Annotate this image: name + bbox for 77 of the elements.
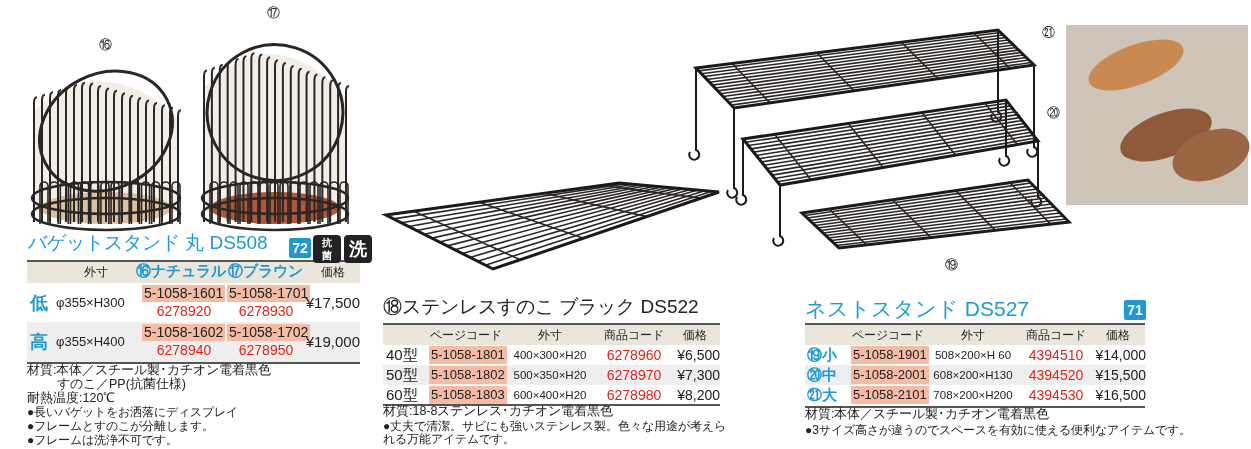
page-number-badge: 72: [289, 238, 311, 258]
column-header: 外寸: [960, 327, 986, 344]
column-header: 価格: [682, 327, 708, 344]
column-header: 外寸: [537, 327, 563, 344]
washable-mark: 洗: [344, 235, 372, 263]
product-code: 4394530: [1027, 386, 1085, 405]
feature-note: ●フレームとすのこが分離します。: [27, 420, 215, 434]
callout-number: ⑳: [1047, 106, 1060, 119]
product-code: 6278930: [237, 303, 295, 320]
page-number-badge: 71: [1124, 300, 1146, 320]
row-header: ⑳中: [807, 365, 837, 385]
column-header: 価格: [1105, 327, 1131, 344]
callout-number: ⑯: [99, 38, 112, 51]
row-header: 60型: [386, 385, 418, 404]
column-header: 外寸: [83, 264, 109, 281]
dimension-text: φ355×H400: [56, 334, 125, 350]
page-code: 5-1058-1803: [429, 386, 507, 404]
page-code: 5-1058-2101: [851, 386, 929, 404]
page-code: 5-1058-1901: [851, 346, 929, 364]
row-header: 50型: [386, 365, 418, 385]
column-header: 商品コード: [1025, 327, 1087, 344]
price-text: ¥6,500: [676, 346, 720, 365]
column-header: ⑰ブラウン: [226, 262, 304, 280]
price-text: ¥14,000: [1094, 346, 1146, 365]
material-note: すのこ／PP(抗菌仕様): [57, 378, 186, 392]
product-code: 4394520: [1027, 366, 1085, 385]
feature-note: ●3サイズ高さが違うのでスペースを有効に使える便利なアイテムです。: [805, 424, 1191, 438]
page-code: 5-1058-2001: [851, 366, 929, 384]
row-header: ⑲小: [807, 345, 837, 365]
page-code: 5-1058-1801: [429, 346, 507, 364]
price-text: ¥15,500: [1094, 366, 1146, 385]
product-code: 6278980: [605, 386, 663, 404]
row-header: 低: [30, 293, 48, 315]
price-text: ¥8,200: [676, 386, 720, 405]
row-header: 高: [30, 332, 48, 354]
column-header: 商品コード: [603, 327, 665, 344]
product-code: 6278920: [155, 303, 213, 320]
material-note: 材質:本体／スチール製･カチオン電着黒色: [27, 364, 272, 377]
column-header: ページコード: [851, 327, 925, 344]
material-note: 材質:18-8ステンレス･カチオン電着黒色: [383, 405, 614, 419]
price-text: ¥7,300: [676, 366, 720, 385]
row-header: ㉑大: [807, 385, 837, 405]
callout-number: ⑰: [267, 6, 280, 19]
dimension-text: 708×200×H200: [932, 388, 1014, 403]
dimension-text: 608×200×H130: [932, 368, 1014, 383]
product-code: 4394510: [1027, 346, 1085, 365]
page-code: 5-1058-1601: [142, 285, 226, 302]
heat-note: 耐熱温度:120℃: [27, 392, 116, 406]
row-header: 40型: [386, 345, 418, 365]
column-header: ⑯ナチュラル: [135, 262, 227, 280]
material-note: 材質:本体／スチール製･カチオン電着黒色: [805, 408, 1050, 422]
product-code: 6278960: [605, 346, 663, 365]
feature-note: ●フレームは洗浄不可です。: [27, 434, 179, 448]
wire-rack-drawing: [738, 98, 1044, 244]
dimension-text: 508×200×H 60: [933, 348, 1013, 363]
product-code: 6278940: [155, 342, 213, 359]
callout-number: ⑲: [945, 258, 958, 271]
antibacterial-mark: 抗菌: [313, 235, 341, 263]
product-title: バゲットスタンド 丸 DS508: [28, 232, 268, 255]
dimension-text: 500×350×H20: [512, 368, 588, 383]
dimension-text: 400×300×H20: [512, 348, 588, 363]
column-header: 価格: [319, 264, 346, 281]
feature-note: ●長いバゲットをお洒落にディスプレイ: [27, 406, 239, 420]
dimension-text: φ355×H300: [56, 295, 125, 311]
product-title: ⑱ステンレスすのこ ブラック DS522: [383, 296, 699, 319]
wire-rack-drawing: [383, 180, 721, 272]
page-code: 5-1058-1602: [142, 324, 226, 341]
product-code: 6278970: [605, 366, 663, 385]
column-header: ページコード: [429, 327, 503, 344]
price-text: ¥16,500: [1094, 386, 1146, 405]
dimension-text: 600×400×H20: [512, 388, 588, 403]
photo-placeholder: [1066, 25, 1248, 205]
feature-note: ●丈夫で清潔。サビにも強いステンレス製。色々な用途が考えられる万能アイテムです。: [383, 420, 728, 447]
page-code: 5-1058-1802: [429, 366, 507, 384]
callout-number: ㉑: [1042, 26, 1055, 39]
product-title: ネストスタンド DS527: [805, 296, 1030, 322]
product-code: 6278950: [237, 342, 295, 359]
